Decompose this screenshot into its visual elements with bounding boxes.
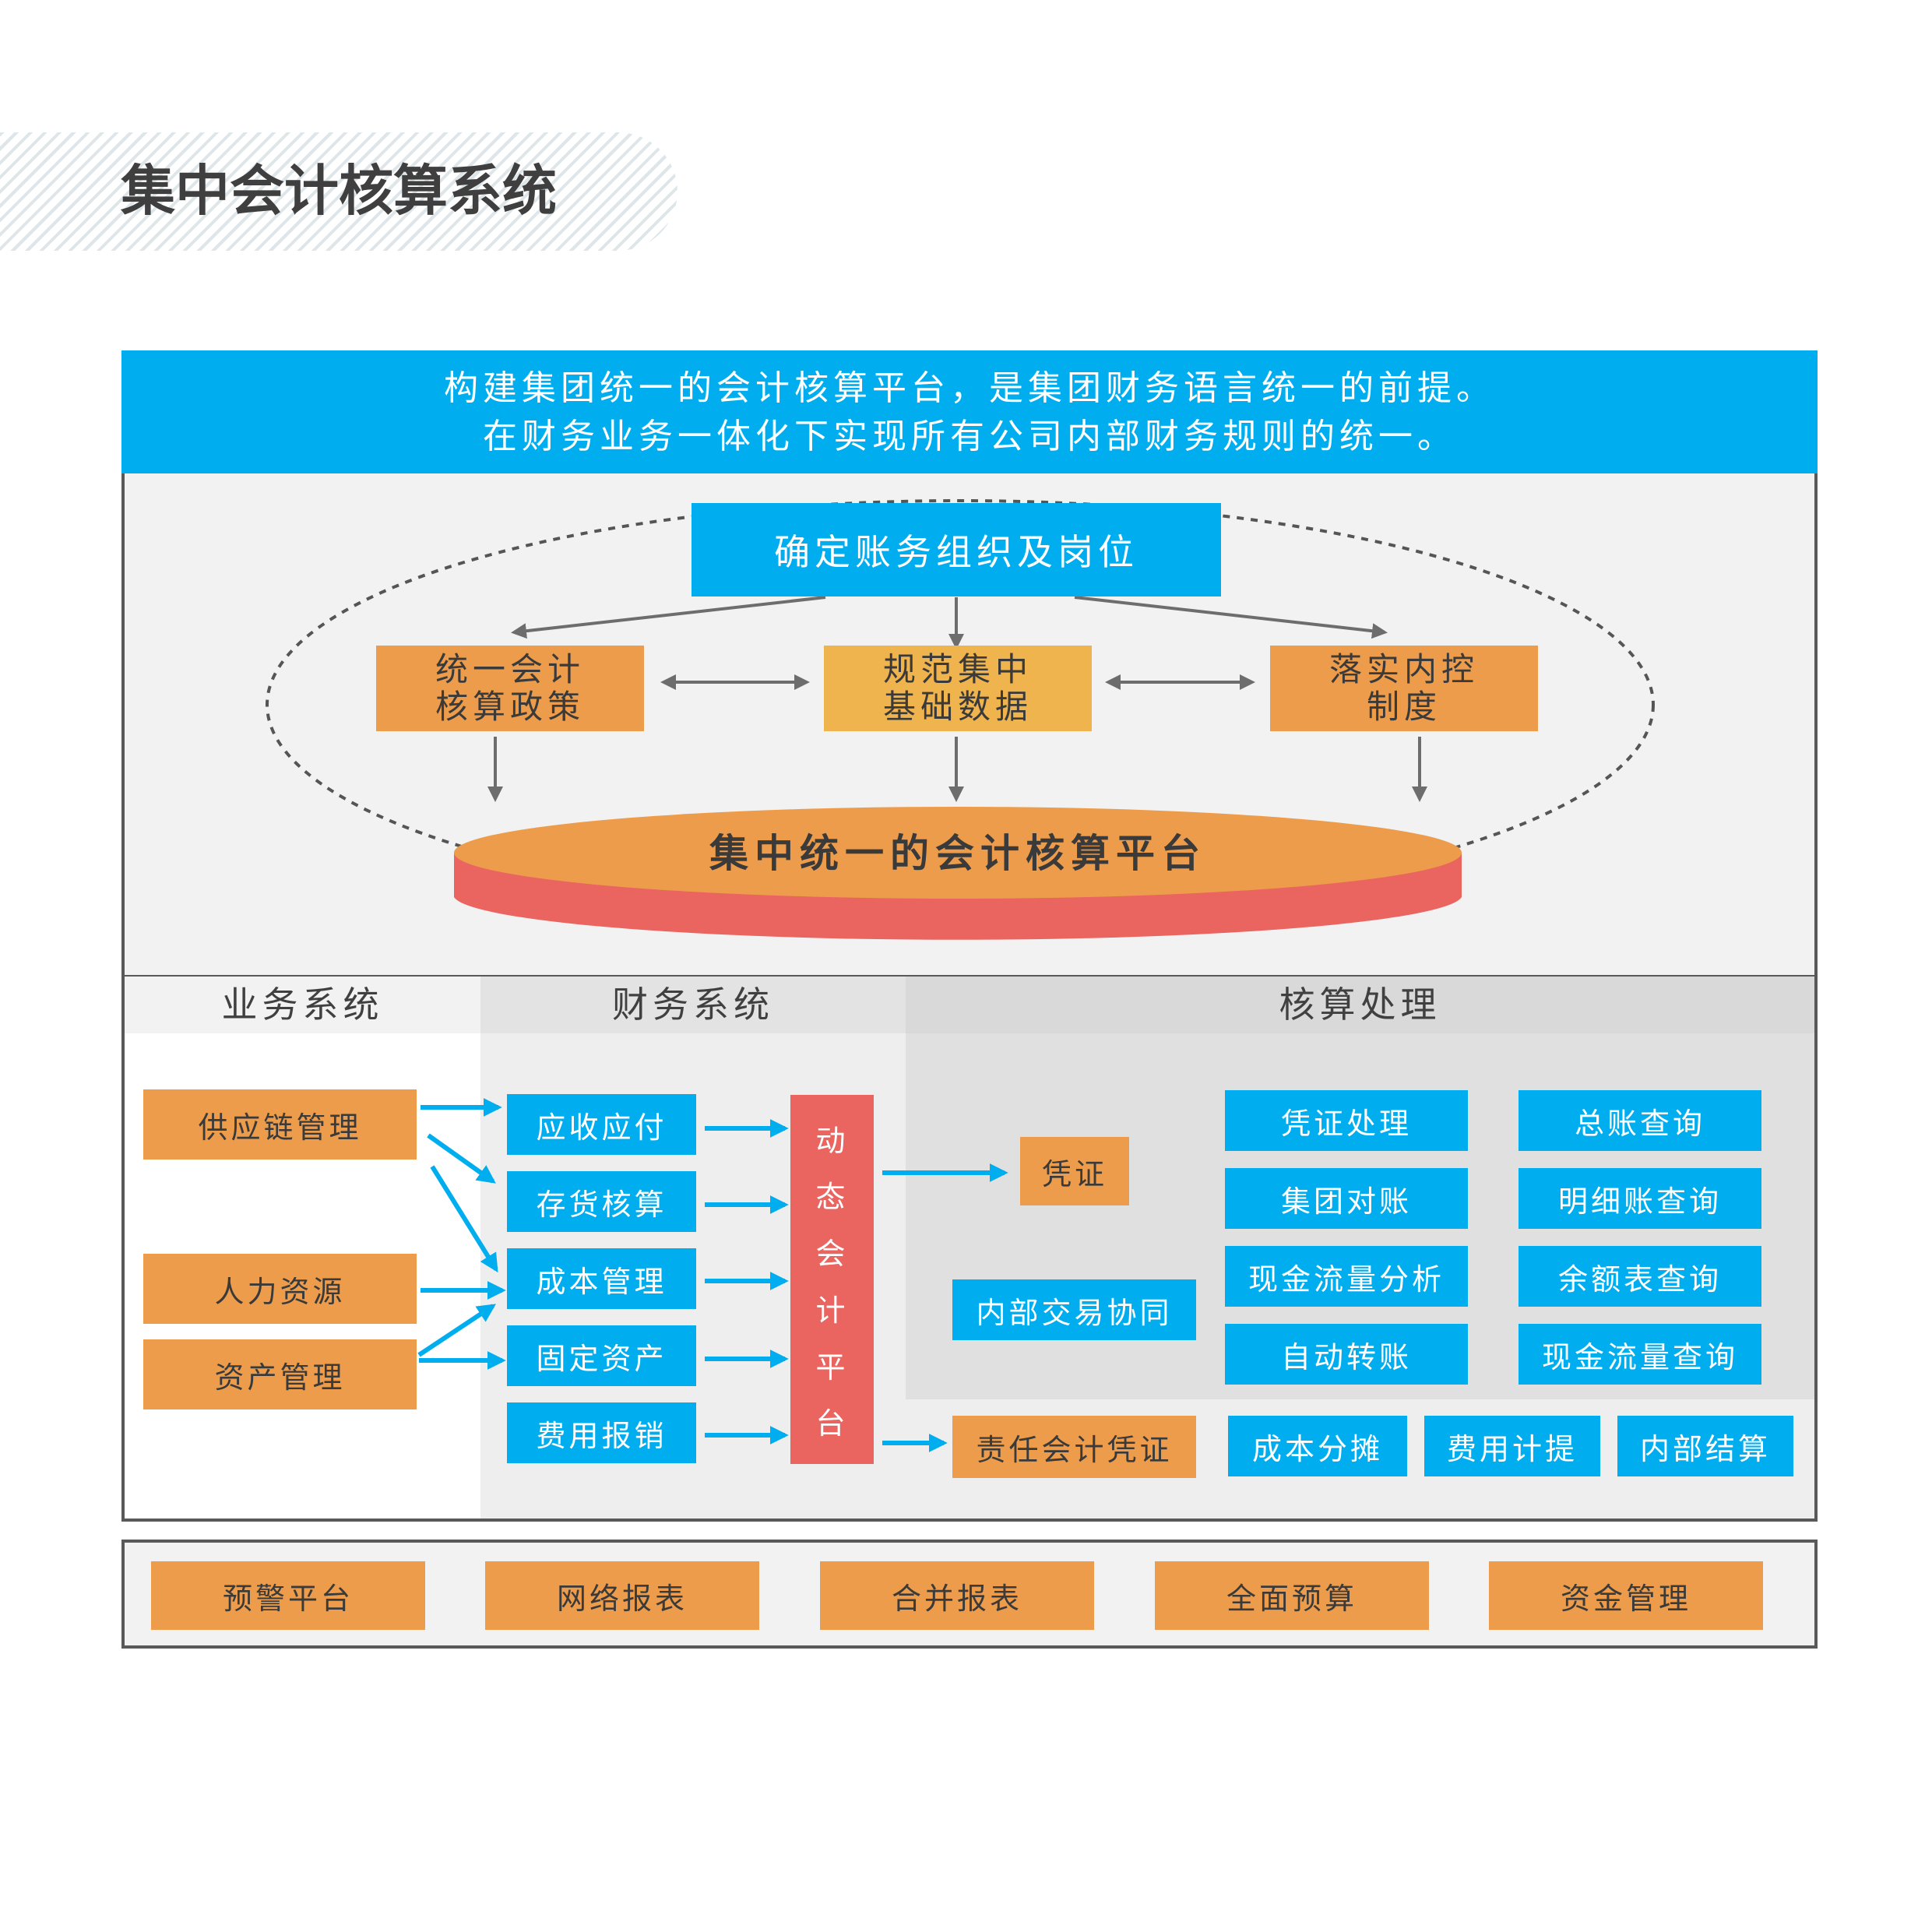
process-cashflow-analysis: 现金流量分析 (1225, 1246, 1468, 1307)
header-shade-finance (480, 977, 906, 1033)
dynamic-platform: 动 态 会 计 平 台 (790, 1095, 874, 1464)
query-detail-ledger: 明细账查询 (1519, 1168, 1761, 1229)
business-assets: 资产管理 (143, 1339, 417, 1409)
platform-label: 集中统一的会计核算平台 (709, 831, 1206, 876)
policy-box: 统一会计 核算政策 (376, 646, 644, 731)
page-title: 集中会计核算系统 (121, 159, 557, 223)
root-box: 确定账务组织及岗位 (692, 503, 1221, 596)
process-auto-transfer: 自动转账 (1225, 1324, 1468, 1385)
footer-budget: 全面预算 (1155, 1561, 1429, 1630)
title-band (0, 132, 677, 251)
process-voucher: 凭证处理 (1225, 1090, 1468, 1151)
dynamic-char-1: 动 (815, 1123, 849, 1158)
dynamic-char-5: 平 (815, 1350, 849, 1385)
internal-trade-box: 内部交易协同 (952, 1279, 1196, 1340)
internal-control-line-2: 制度 (1366, 688, 1441, 726)
header-finance: 财务系统 (612, 984, 774, 1026)
finance-fixed-assets: 固定资产 (507, 1325, 696, 1386)
finance-cost: 成本管理 (507, 1248, 696, 1309)
dynamic-char-3: 会 (815, 1237, 849, 1272)
internal-control-box: 落实内控 制度 (1270, 646, 1538, 731)
footer-consolidated-report: 合并报表 (820, 1561, 1094, 1630)
banner: 构建集团统一的会计核算平台，是集团财务语言统一的前提。 在财务业务一体化下实现所… (121, 350, 1818, 475)
process-reconcile: 集团对账 (1225, 1168, 1468, 1229)
footer-network-report: 网络报表 (485, 1561, 759, 1630)
expense-accrual-box: 费用计提 (1424, 1416, 1600, 1476)
header-business: 业务系统 (221, 984, 384, 1026)
platform-disc (454, 807, 1462, 940)
basic-data-line-1: 规范集中 (882, 650, 1033, 688)
top-arrows (487, 596, 1427, 802)
finance-expense: 费用报销 (507, 1402, 696, 1463)
footer-fund-management: 资金管理 (1489, 1561, 1763, 1630)
query-balance: 余额表查询 (1519, 1246, 1761, 1307)
voucher-box: 凭证 (1020, 1137, 1129, 1205)
business-hr: 人力资源 (143, 1254, 417, 1324)
policy-line-2: 核算政策 (435, 688, 585, 726)
dynamic-char-2: 态 (815, 1180, 849, 1215)
query-cashflow: 现金流量查询 (1519, 1324, 1761, 1385)
dynamic-char-6: 台 (815, 1406, 849, 1441)
dynamic-char-4: 计 (815, 1293, 849, 1328)
header-shade-accounting (906, 977, 1814, 1033)
banner-line-2: 在财务业务一体化下实现所有公司内部财务规则的统一。 (483, 417, 1456, 456)
business-supply-chain: 供应链管理 (143, 1089, 417, 1160)
responsibility-voucher-box: 责任会计凭证 (952, 1416, 1196, 1478)
header-accounting: 核算处理 (1279, 984, 1441, 1026)
cost-allocation-box: 成本分摊 (1228, 1416, 1407, 1476)
finance-inventory: 存货核算 (507, 1171, 696, 1232)
policy-line-1: 统一会计 (435, 650, 585, 688)
internal-settlement-box: 内部结算 (1617, 1416, 1793, 1476)
basic-data-box: 规范集中 基础数据 (824, 646, 1092, 731)
internal-control-line-1: 落实内控 (1328, 650, 1479, 688)
footer-warning-platform: 预警平台 (151, 1561, 425, 1630)
banner-line-1: 构建集团统一的会计核算平台，是集团财务语言统一的前提。 (444, 368, 1495, 408)
basic-data-line-2: 基础数据 (882, 688, 1033, 726)
query-general-ledger: 总账查询 (1519, 1090, 1761, 1151)
finance-ar-ap: 应收应付 (507, 1094, 696, 1155)
